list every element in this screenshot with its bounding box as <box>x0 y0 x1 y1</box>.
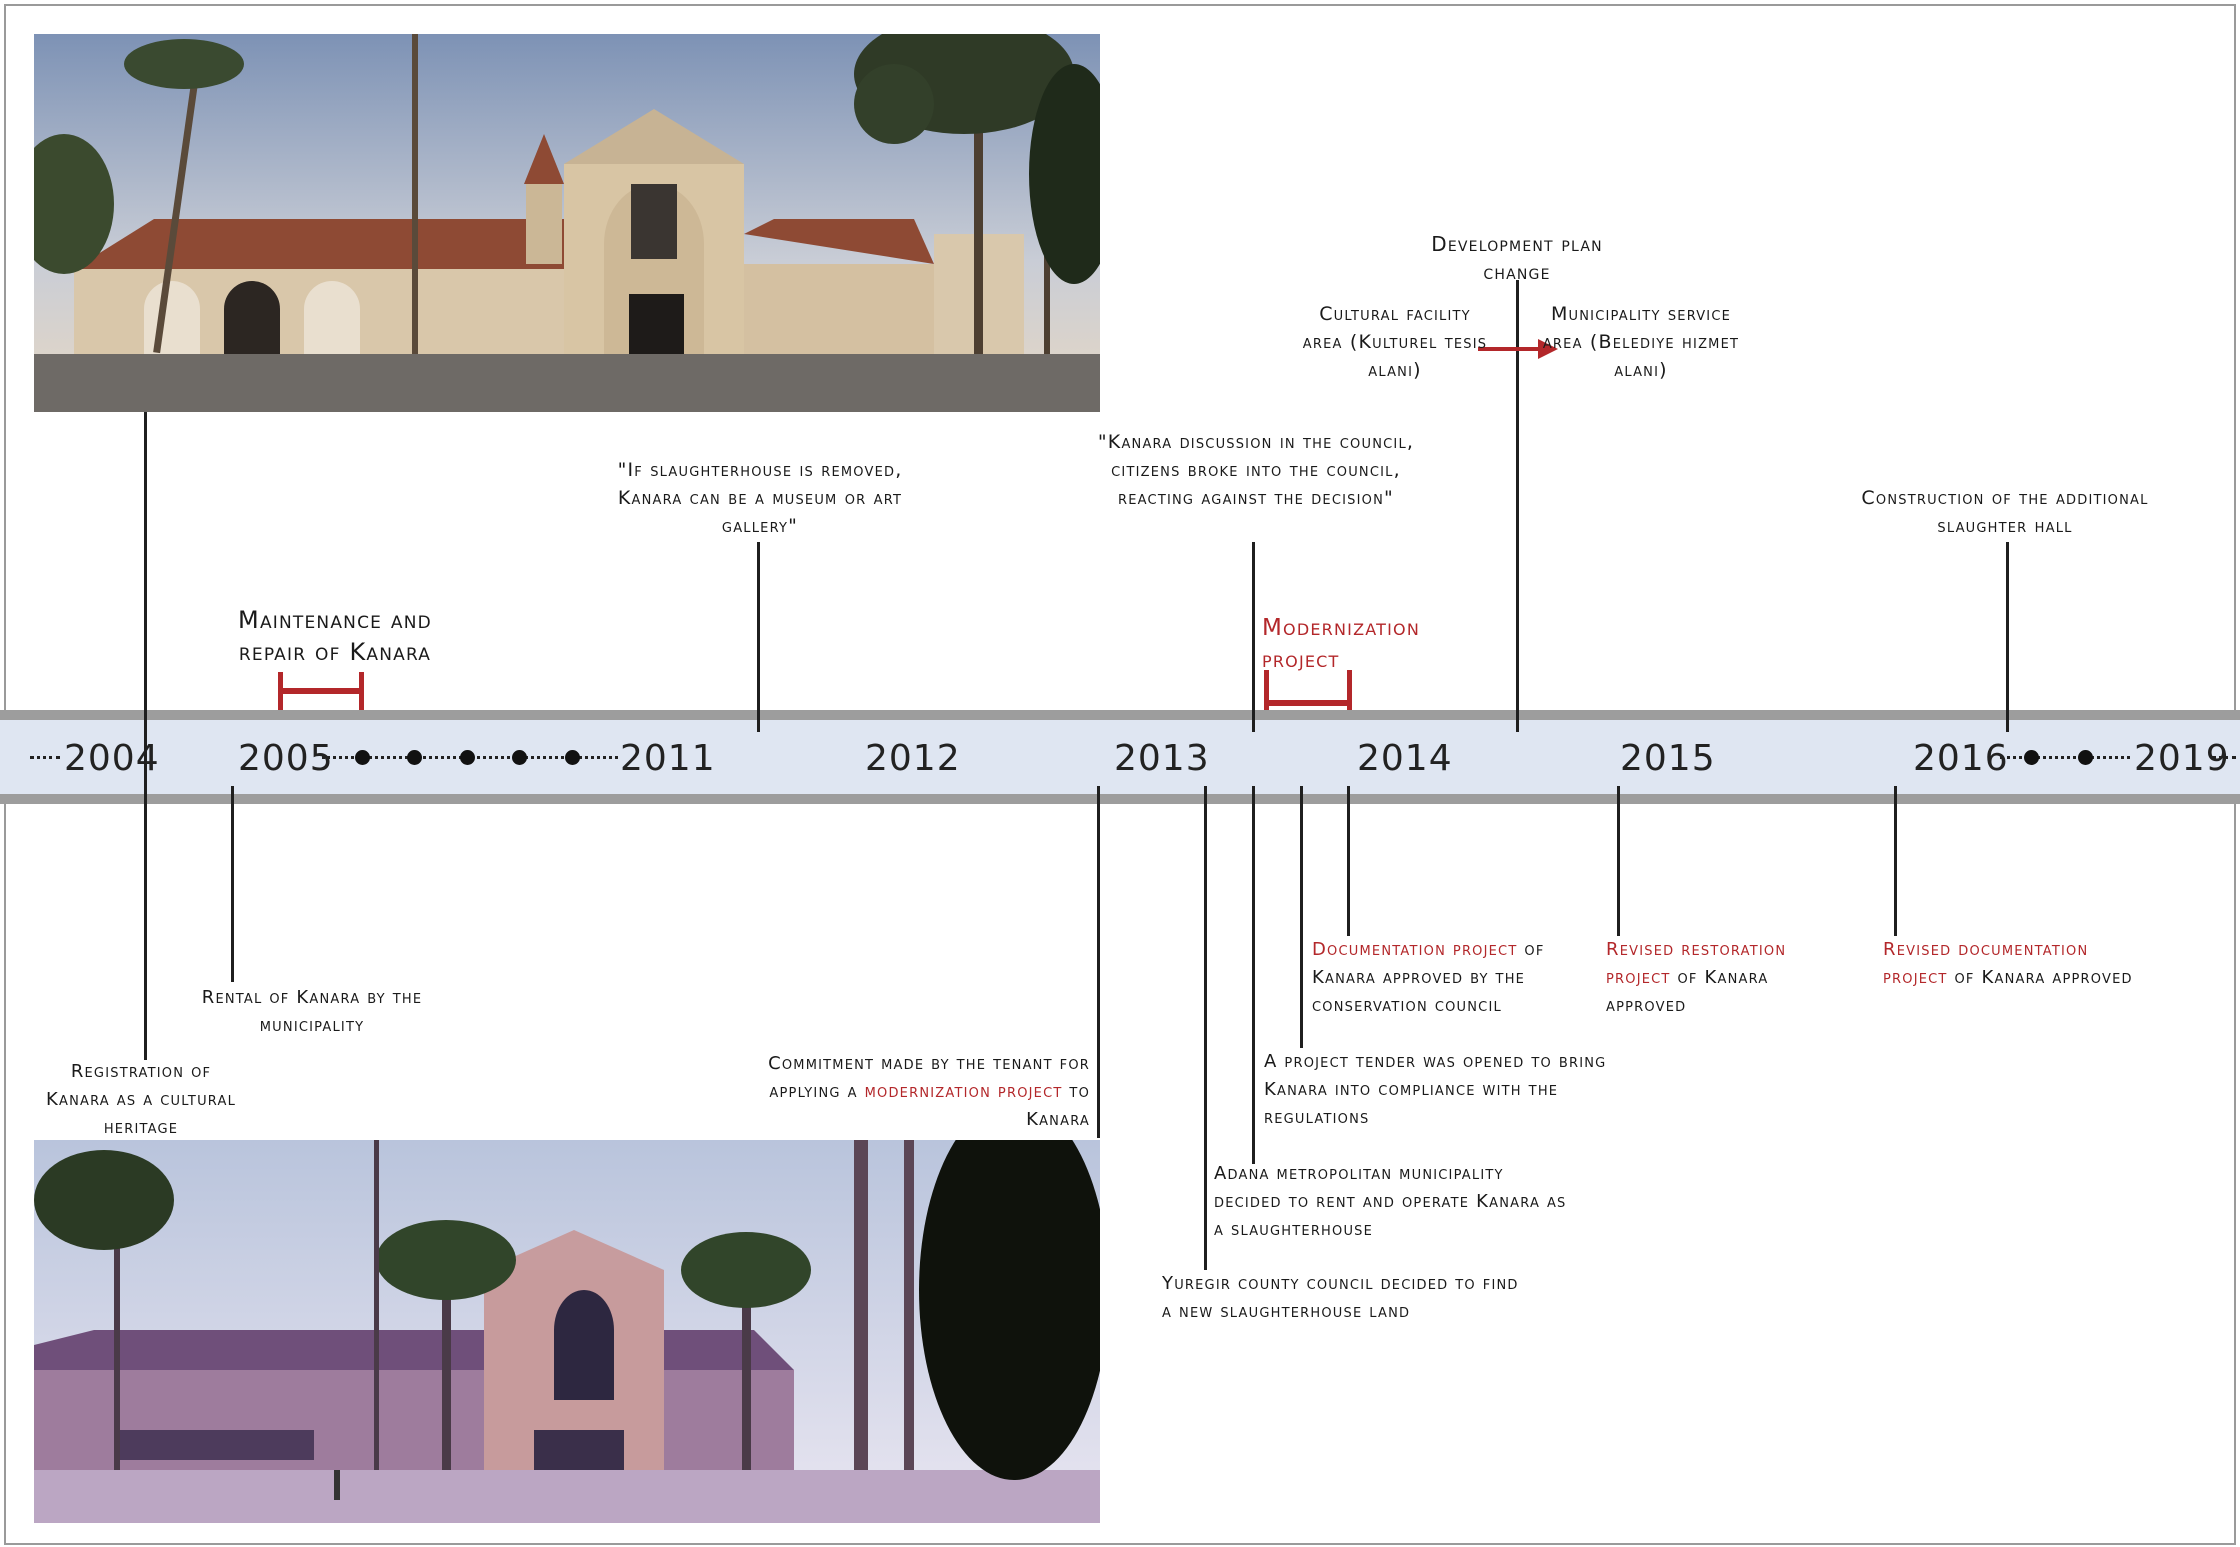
rental-label: Rental of Kanara by the municipality <box>201 987 423 1036</box>
year-label: 2011 <box>620 738 716 779</box>
maintenance-span <box>278 688 362 694</box>
documentation-text-red: Documentation project <box>1312 939 1518 960</box>
year-label: 2005 <box>238 738 334 779</box>
museum-quote: "If slaughterhouse is removed, Kanara ca… <box>617 459 903 537</box>
yuregir-label: Yuregir county council decided to find a… <box>1162 1273 1519 1322</box>
connector-construction <box>2006 542 2009 732</box>
revised-documentation-label: Revised documentation project of Kanara … <box>1883 936 2145 992</box>
timeline-dots <box>2000 756 2130 759</box>
timeline-dot <box>2078 750 2093 765</box>
maintenance-span-end <box>359 672 364 710</box>
timeline-dot <box>407 750 422 765</box>
connector-registration <box>144 412 147 1060</box>
connector-adana <box>1252 786 1255 1164</box>
adana-label: Adana metropolitan municipality decided … <box>1214 1163 1567 1240</box>
modernization-span-end <box>1347 670 1352 710</box>
registration-label: Registration of Kanara as a cultural her… <box>45 1061 237 1138</box>
revised-documentation-text-rest: of Kanara approved <box>1947 967 2133 988</box>
commitment-label: Commitment made by the tenant for applyi… <box>740 1050 1090 1134</box>
timeline-dots <box>30 756 60 759</box>
timeline-dots <box>2212 756 2236 759</box>
timeline-dot <box>355 750 370 765</box>
council-quote: "Kanara discussion in the council, citiz… <box>1097 431 1415 509</box>
dev-plan-to: Municipality service area (Belediye hizm… <box>1542 303 1740 381</box>
connector-yuregir <box>1204 786 1207 1270</box>
commitment-text-red: modernization project <box>864 1081 1063 1102</box>
year-label: 2014 <box>1357 738 1453 779</box>
commitment-text-a: Commitment made by the tenant for applyi… <box>768 1053 1090 1102</box>
revised-restoration-text-rest: of Kanara approved <box>1606 967 1769 1016</box>
connector-dev-plan <box>1516 280 1519 732</box>
year-label: 2015 <box>1620 738 1716 779</box>
connector-documentation <box>1347 786 1350 936</box>
year-label: 2016 <box>1913 738 2009 779</box>
documentation-label: Documentation project of Kanara approved… <box>1312 936 1598 1020</box>
timeline-dot <box>2024 750 2039 765</box>
revised-documentation-text-red: Revised documentation project <box>1883 939 2089 988</box>
documentation-text-rest: of Kanara approved by the conservation c… <box>1312 939 1545 1016</box>
year-label: 2004 <box>64 738 160 779</box>
revised-restoration-label: Revised restoration project of Kanara ap… <box>1606 936 1838 1020</box>
connector-rental <box>231 786 234 982</box>
tender-label: A project tender was opened to bring Kan… <box>1264 1051 1607 1128</box>
year-label: 2012 <box>865 738 961 779</box>
modernization-span <box>1264 700 1350 706</box>
connector-revised-documentation <box>1894 786 1897 936</box>
connector-tender <box>1300 786 1303 1048</box>
kanara-photo-toned <box>34 1140 1100 1523</box>
timeline-dot <box>565 750 580 765</box>
modernization-label: Modernization project <box>1262 615 1420 673</box>
connector-museum-quote <box>757 542 760 732</box>
connector-revised-restoration <box>1617 786 1620 936</box>
kanara-photo-color <box>34 34 1100 412</box>
dev-plan-title: Development plan change <box>1431 232 1603 284</box>
year-label: 2013 <box>1114 738 1210 779</box>
connector-commitment <box>1097 786 1100 1138</box>
connector-council-quote <box>1252 542 1255 732</box>
commitment-text-b: to Kanara <box>1026 1081 1090 1130</box>
change-arrow-icon <box>1478 339 1558 359</box>
maintenance-label: Maintenance and repair of Kanara <box>238 606 432 666</box>
construction-label: Construction of the additional slaughter… <box>1861 487 2149 537</box>
modernization-span-start <box>1264 670 1269 710</box>
timeline-dot <box>512 750 527 765</box>
timeline-dot <box>460 750 475 765</box>
revised-restoration-text-red: Revised restoration project <box>1606 939 1787 988</box>
dev-plan-from: Cultural facility area (Kulturel tesis a… <box>1302 303 1488 381</box>
